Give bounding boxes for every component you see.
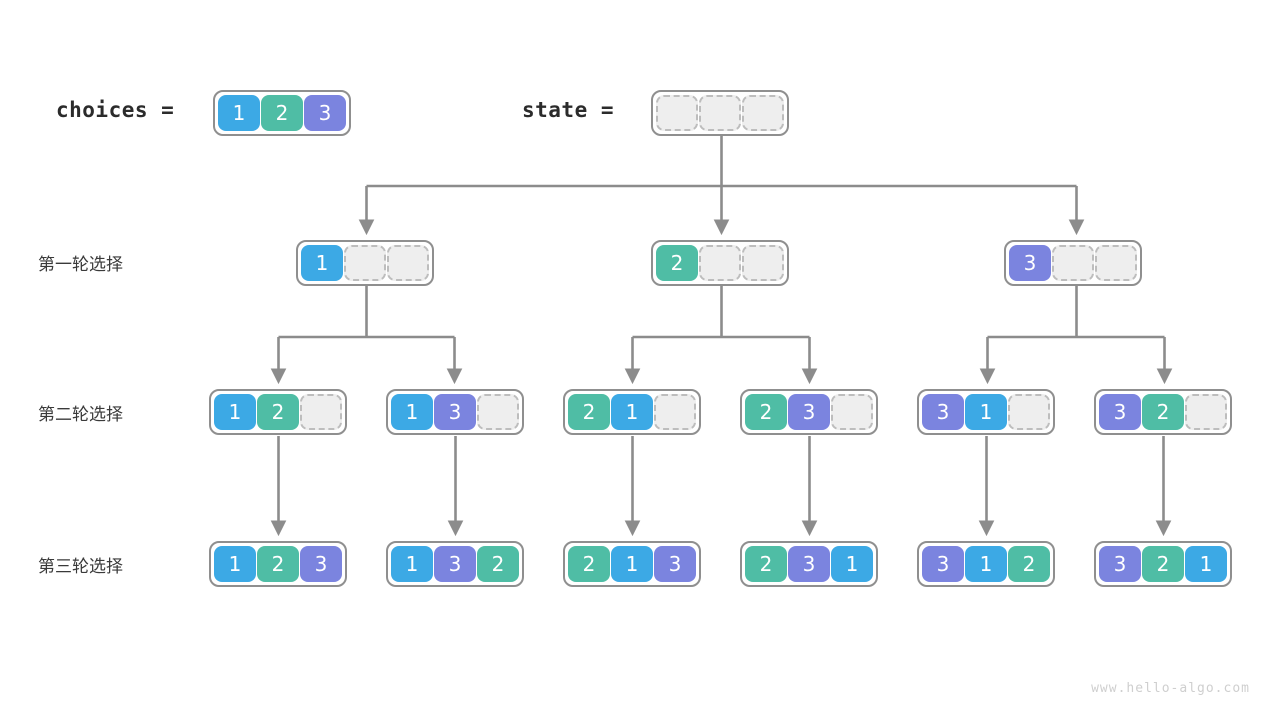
array-cell-value: 1	[214, 394, 256, 430]
array-cell-value: 2	[477, 546, 519, 582]
array-cell-value: 3	[434, 394, 476, 430]
row-label-round-2: 第二轮选择	[38, 405, 123, 424]
array-cell-value: 2	[261, 95, 303, 131]
array-cell-empty	[1008, 394, 1050, 430]
array-cell-value: 1	[1185, 546, 1227, 582]
array-cell-value: 2	[568, 394, 610, 430]
array-cell-value: 3	[922, 546, 964, 582]
array-cell-empty	[344, 245, 386, 281]
array-cell-value: 2	[1142, 394, 1184, 430]
row-label-round-1: 第一轮选择	[38, 255, 123, 274]
array-cell-value: 2	[656, 245, 698, 281]
array-cell-value: 2	[1142, 546, 1184, 582]
array-cell-value: 2	[568, 546, 610, 582]
array-cell-value: 3	[1009, 245, 1051, 281]
array-cell-value: 1	[391, 394, 433, 430]
array-cell-empty	[300, 394, 342, 430]
array-cell-empty	[699, 245, 741, 281]
array-cell-empty	[699, 95, 741, 131]
array-cell-value: 1	[611, 394, 653, 430]
array-cell-empty	[831, 394, 873, 430]
array-cell-empty	[742, 95, 784, 131]
state-label: state =	[522, 98, 615, 122]
array-cell-value: 2	[1008, 546, 1050, 582]
state-array-box	[651, 90, 789, 136]
array-cell-empty	[654, 394, 696, 430]
array-cell-value: 3	[300, 546, 342, 582]
tree-node-r1-n2: 2	[651, 240, 789, 286]
row-label-round-3: 第三轮选择	[38, 557, 123, 576]
array-cell-empty	[477, 394, 519, 430]
array-cell-value: 3	[788, 546, 830, 582]
array-cell-value: 2	[257, 546, 299, 582]
array-cell-value: 1	[301, 245, 343, 281]
array-cell-empty	[1095, 245, 1137, 281]
array-cell-value: 3	[1099, 546, 1141, 582]
array-cell-value: 3	[922, 394, 964, 430]
array-cell-value: 1	[391, 546, 433, 582]
array-cell-empty	[656, 95, 698, 131]
array-cell-value: 1	[831, 546, 873, 582]
array-cell-value: 3	[434, 546, 476, 582]
array-cell-value: 1	[965, 546, 1007, 582]
choices-label: choices =	[56, 98, 175, 122]
array-cell-value: 3	[304, 95, 346, 131]
array-cell-value: 1	[611, 546, 653, 582]
array-cell-value: 3	[788, 394, 830, 430]
array-cell-value: 1	[965, 394, 1007, 430]
watermark: www.hello-algo.com	[1091, 681, 1250, 696]
array-cell-empty	[387, 245, 429, 281]
array-cell-value: 2	[257, 394, 299, 430]
array-cell-value: 3	[1099, 394, 1141, 430]
array-cell-value: 1	[218, 95, 260, 131]
tree-node-r1-n3: 3	[1004, 240, 1142, 286]
array-cell-value: 3	[654, 546, 696, 582]
array-cell-value: 2	[745, 546, 787, 582]
array-cell-empty	[1185, 394, 1227, 430]
array-cell-empty	[1052, 245, 1094, 281]
array-cell-value: 2	[745, 394, 787, 430]
tree-node-r1-n1: 1	[296, 240, 434, 286]
array-cell-value: 1	[214, 546, 256, 582]
array-cell-empty	[742, 245, 784, 281]
